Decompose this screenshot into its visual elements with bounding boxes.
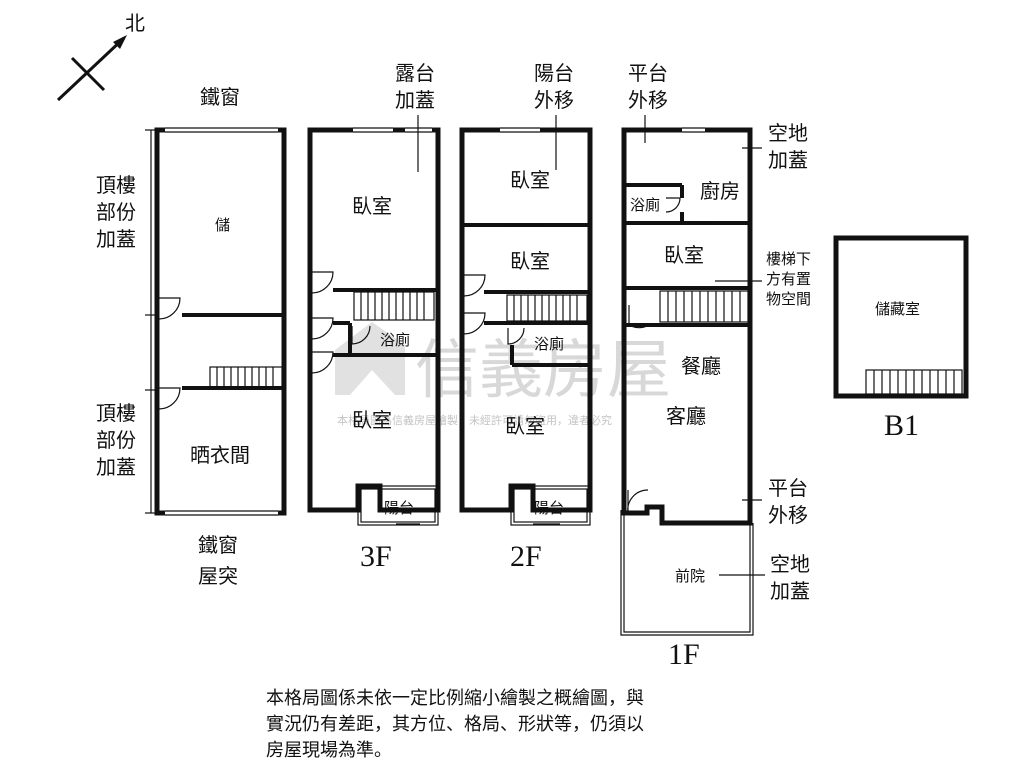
rooftop-ext-2-line-1: 頂樓 (96, 401, 136, 425)
understair-storage-line-2: 方有置 (766, 270, 811, 288)
floor-2f-bedroom-top-label: 臥室 (510, 168, 550, 192)
floor-2f-bedroom-mid-label: 臥室 (510, 249, 550, 273)
floor-1f-dining-label: 餐廳 (681, 354, 721, 378)
rooftop-ext-2-line-3: 加蓋 (96, 455, 136, 479)
floor-1f-front-yard-label: 前院 (675, 567, 705, 585)
rooftop-plan: 鐵窗 頂樓 部份 加蓋 儲 頂樓 部份 加蓋 晒衣間 鐵窗 屋突 (96, 85, 287, 588)
terrace-ext-line-2: 加蓋 (395, 88, 435, 112)
platform-moved-top-line-1: 平台 (628, 61, 668, 85)
floor-1f-bedroom-label: 臥室 (664, 243, 704, 267)
platform-moved-bottom-line-2: 外移 (768, 503, 808, 527)
floor-3f-plan: 臥室 浴廁 臥室 陽台 露台 加蓋 3F (307, 61, 441, 573)
compass: 北 (56, 11, 145, 102)
floor-3f-name: 3F (360, 540, 392, 573)
floor-1f-plan: 浴廁 廚房 臥室 餐廳 客廳 前院 平台 外移 空地 加蓋 樓梯下 方有置 物空… (620, 61, 811, 671)
floor-b1-storage-room-label: 儲藏室 (875, 300, 920, 318)
floor-3f-stairs (353, 291, 435, 321)
floor-1f-living-label: 客廳 (666, 404, 706, 428)
floor-b1-name: B1 (884, 409, 919, 442)
floor-2f-bathroom-label: 浴廁 (534, 335, 564, 353)
rooftop-ext-2-line-2: 部份 (96, 428, 136, 452)
floor-2f-name: 2F (510, 540, 542, 573)
floor-2f-stairs (506, 294, 588, 322)
balcony-moved-line-2: 外移 (534, 88, 574, 112)
rooftop-stairs (209, 366, 283, 388)
watermark-notice: 本格局圖為信義房屋繪製，未經許可請勿盜用，違者必究 (337, 413, 612, 427)
floor-2f-balcony-label: 陽台 (534, 499, 564, 517)
disclaimer: 本格局圖係未依一定比例縮小繪製之概繪圖，與 實況仍有差距，其方位、格局、形狀等，… (266, 686, 786, 764)
platform-moved-top-line-2: 外移 (628, 88, 668, 112)
floor-3f-bedroom-bottom-label: 臥室 (352, 408, 392, 432)
open-space-ext-top-line-2: 加蓋 (768, 148, 808, 172)
watermark-brand: 信義房屋 (415, 334, 671, 408)
floor-1f-stairs (659, 290, 749, 323)
open-space-ext-bottom-line-1: 空地 (770, 552, 810, 576)
floor-2f-plan: 臥室 臥室 浴廁 臥室 陽台 陽台 外移 2F (459, 61, 593, 573)
floor-b1-stairs (865, 369, 963, 395)
platform-moved-bottom-line-1: 平台 (768, 476, 808, 500)
disclaimer-line-2: 實況仍有差距，其方位、格局、形狀等，仍須以 (266, 714, 644, 735)
disclaimer-line-3: 房屋現場為準。 (266, 740, 392, 761)
floor-b1-plan: 儲藏室 B1 (833, 235, 969, 442)
iron-window-bottom-label: 鐵窗 (198, 533, 238, 557)
open-space-ext-bottom-line-2: 加蓋 (770, 579, 810, 603)
balcony-moved-line-1: 陽台 (534, 61, 574, 85)
roof-protrusion-label: 屋突 (198, 564, 238, 588)
iron-window-top-label: 鐵窗 (200, 85, 240, 109)
floor-3f-balcony-label: 陽台 (384, 499, 414, 517)
terrace-ext-line-1: 露台 (395, 61, 435, 85)
understair-storage-line-3: 物空間 (766, 290, 811, 308)
floor-1f-bathroom-label: 浴廁 (630, 196, 660, 214)
compass-north-label: 北 (125, 11, 145, 35)
disclaimer-line-1: 本格局圖係未依一定比例縮小繪製之概繪圖，與 (266, 688, 644, 709)
floor-1f-name: 1F (668, 638, 700, 671)
floor-2f-bedroom-bottom-label: 臥室 (505, 414, 545, 438)
floor-1f-kitchen-label: 廚房 (700, 179, 740, 203)
watermark: 信義房屋 本格局圖為信義房屋繪製，未經許可請勿盜用，違者必究 (335, 322, 671, 427)
rooftop-ext-1-line-1: 頂樓 (96, 173, 136, 197)
floor-3f-bedroom-top-label: 臥室 (352, 194, 392, 218)
understair-storage-line-1: 樓梯下 (766, 250, 811, 268)
floor-3f-bathroom-label: 浴廁 (380, 331, 410, 349)
open-space-ext-top-line-1: 空地 (768, 121, 808, 145)
rooftop-ext-1-line-3: 加蓋 (96, 227, 136, 251)
rooftop-ext-1-line-2: 部份 (96, 200, 136, 224)
storage-label: 儲 (215, 216, 230, 234)
laundry-label: 晒衣間 (190, 443, 250, 467)
rooftop-dimension (145, 129, 157, 514)
